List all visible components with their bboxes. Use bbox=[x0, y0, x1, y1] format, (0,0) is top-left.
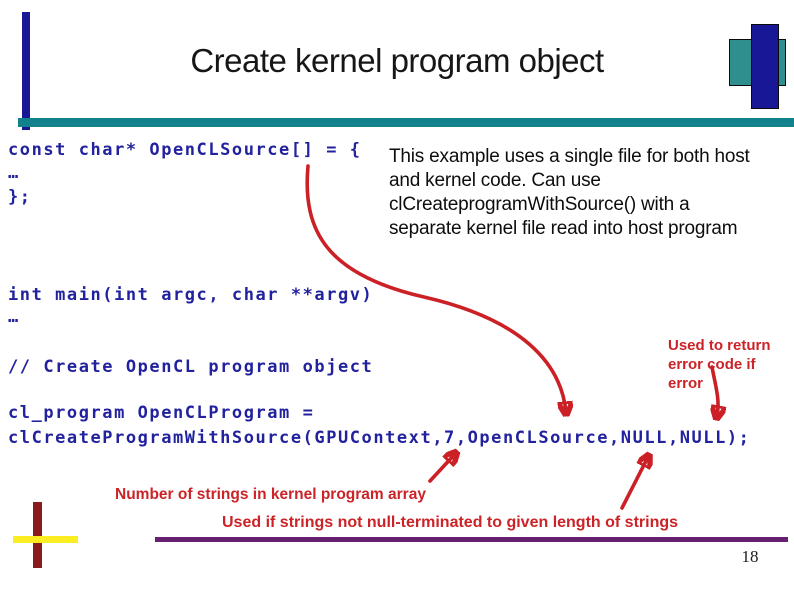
description-line: This example uses a single file for both… bbox=[389, 146, 750, 167]
code-line-ellipsis: … bbox=[8, 307, 20, 327]
title-underline-teal bbox=[18, 118, 794, 127]
arrow-count-to-seven bbox=[428, 454, 455, 483]
top-left-navy-bar bbox=[22, 12, 30, 130]
note-error-line: Used to return bbox=[668, 337, 771, 354]
bottom-purple-underline bbox=[155, 537, 788, 542]
bottom-left-yellow-bar bbox=[13, 536, 78, 543]
code-line-comment: // Create OpenCL program object bbox=[8, 357, 374, 377]
code-line-ellipsis: … bbox=[8, 163, 20, 183]
page-number: 18 bbox=[741, 547, 759, 566]
bottom-left-maroon-bar bbox=[33, 502, 42, 568]
description-line: separate kernel file read into host prog… bbox=[389, 218, 738, 239]
note-string-lengths: Used if strings not null-terminated to g… bbox=[222, 514, 679, 531]
note-error-code: Used to return error code if error bbox=[668, 336, 794, 393]
description-text: This example uses a single file for both… bbox=[389, 145, 793, 241]
code-line-create-program: clCreateProgramWithSource(GPUContext,7,O… bbox=[8, 428, 751, 448]
note-error-line: error bbox=[668, 375, 704, 392]
code-line-program-decl: cl_program OpenCLProgram = bbox=[8, 403, 315, 423]
description-line: and kernel code. Can use bbox=[389, 170, 601, 191]
code-line-main: int main(int argc, char **argv) bbox=[8, 285, 374, 305]
note-string-count: Number of strings in kernel program arra… bbox=[115, 486, 426, 503]
top-right-navy-bar bbox=[751, 24, 779, 109]
arrow-length-to-null bbox=[620, 457, 648, 510]
code-line-declaration: const char* OpenCLSource[] = { bbox=[8, 140, 362, 160]
slide-title: Create kernel program object bbox=[190, 42, 604, 79]
code-line-close-brace: }; bbox=[8, 187, 32, 207]
description-line: clCreateprogramWithSource() with a bbox=[389, 194, 690, 215]
note-error-line: error code if bbox=[668, 356, 756, 373]
